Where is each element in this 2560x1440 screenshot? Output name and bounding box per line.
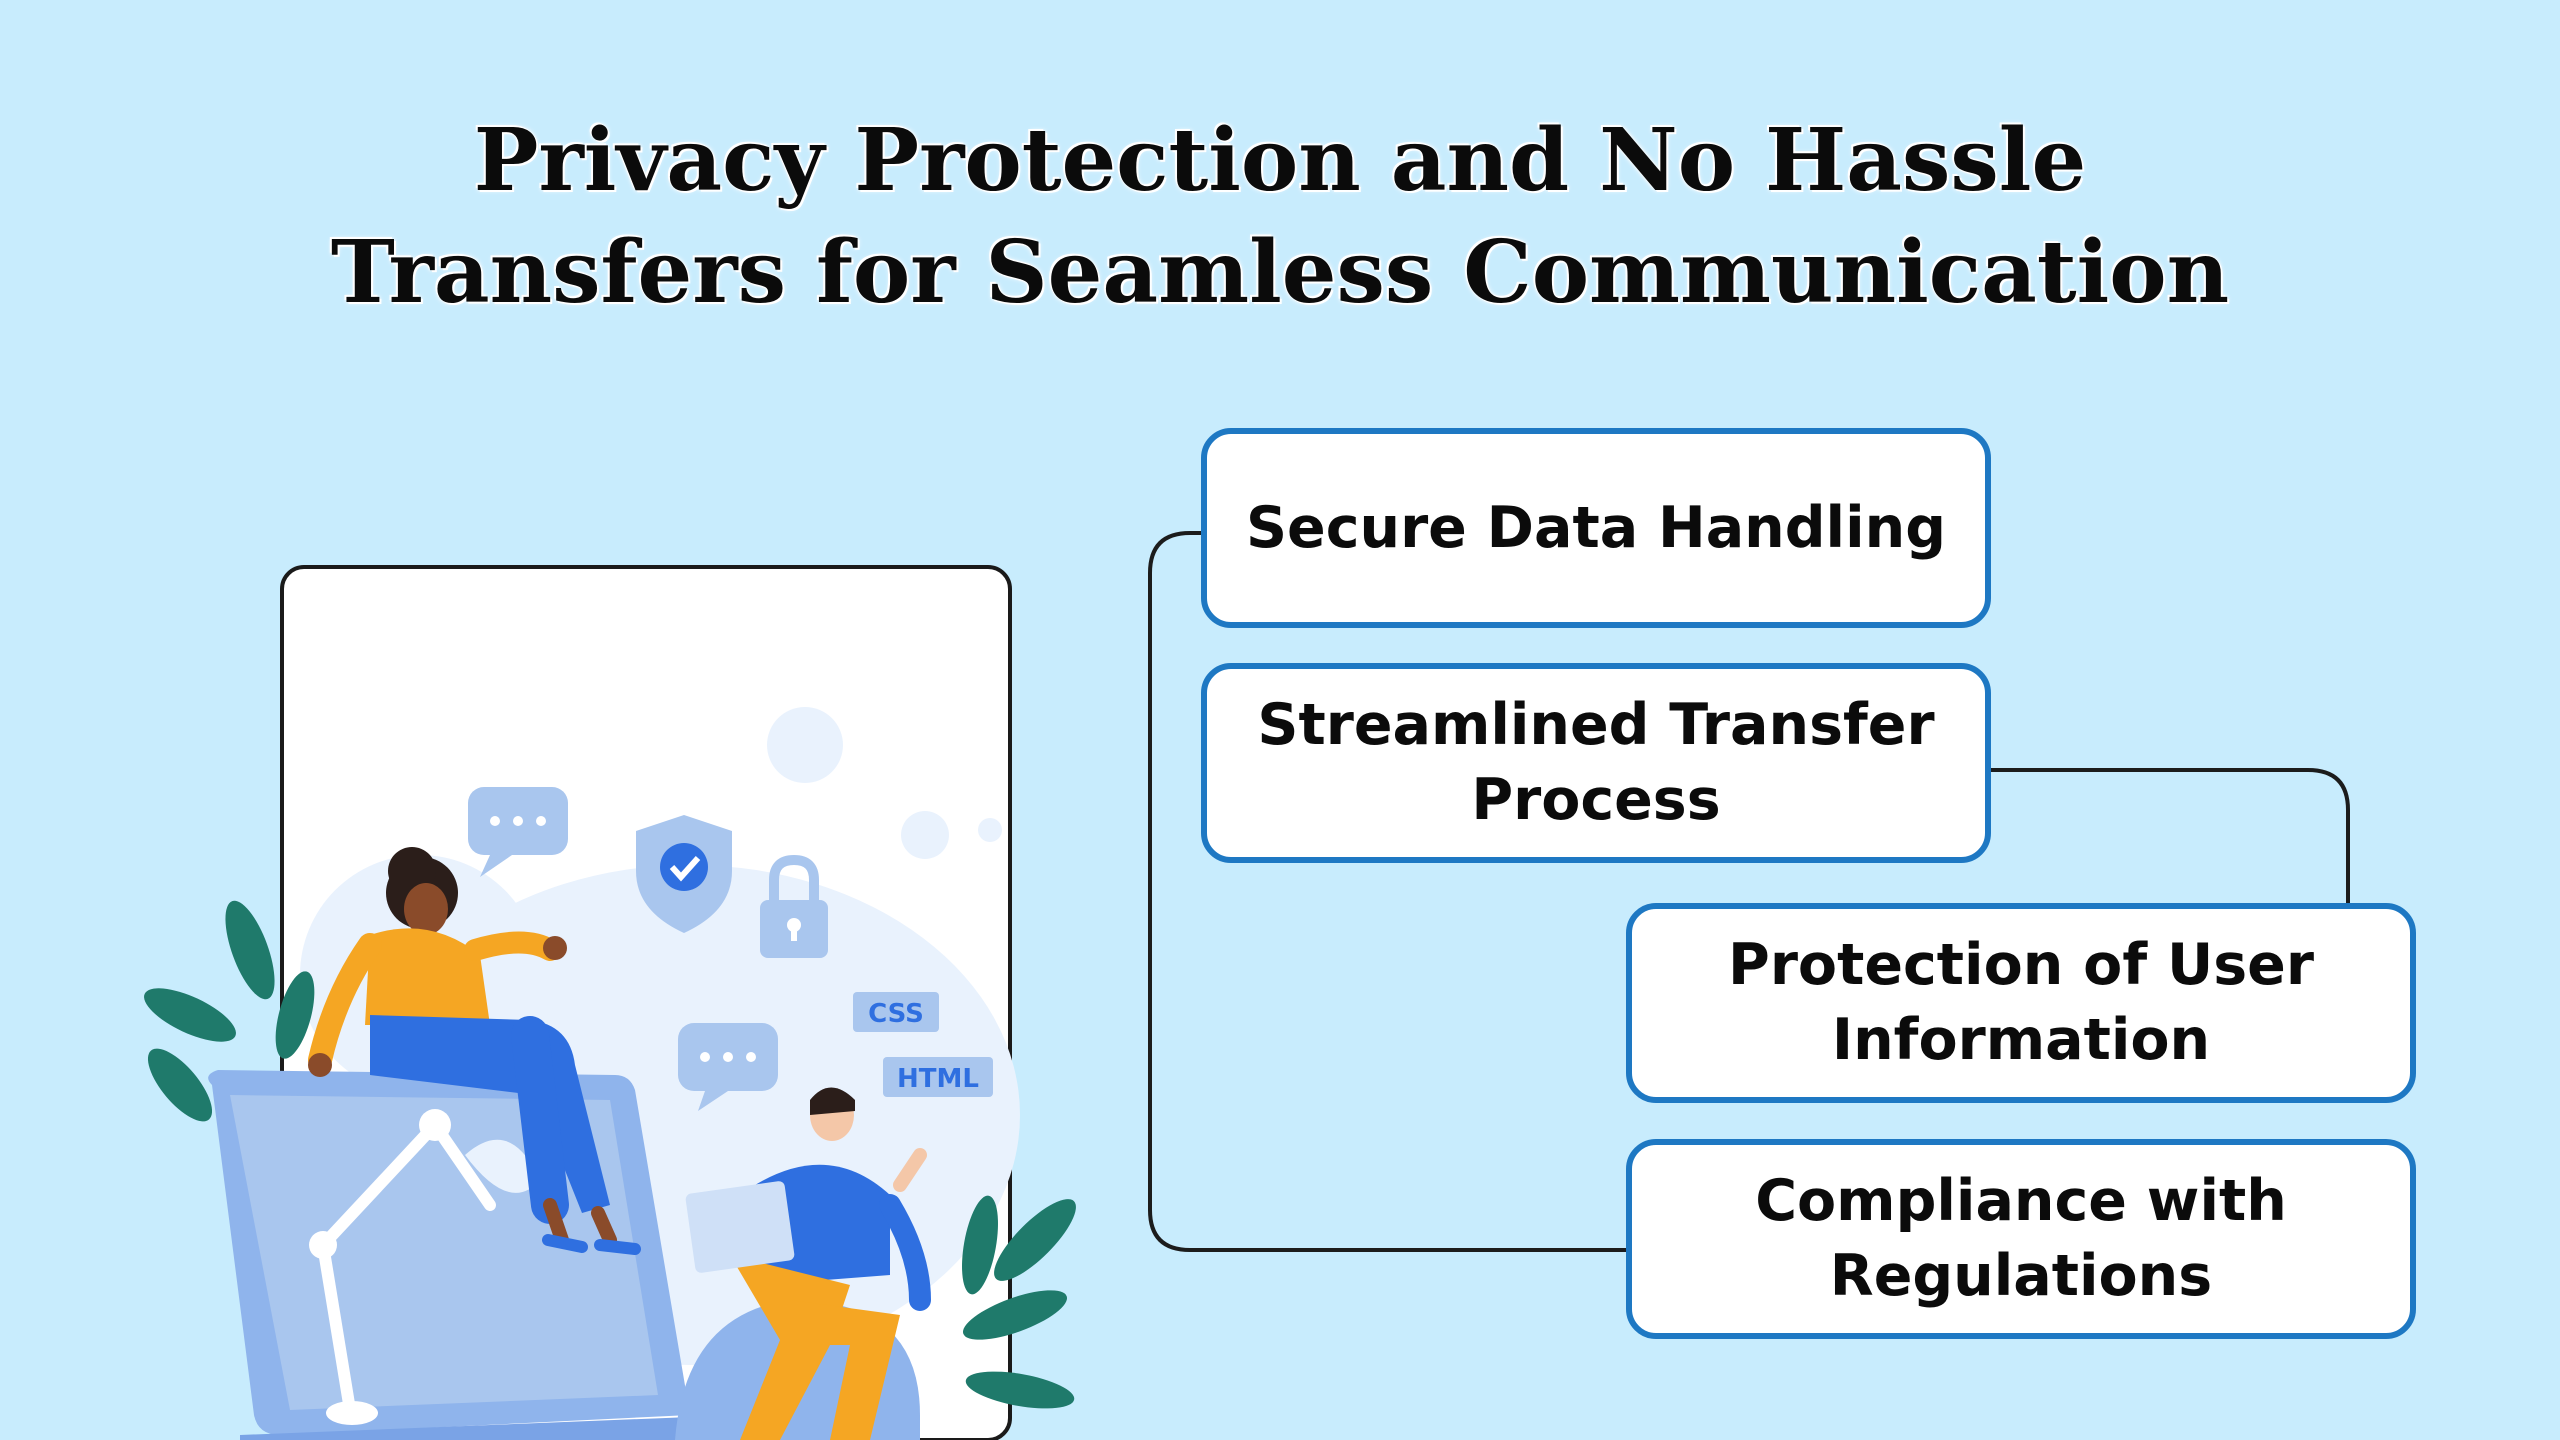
title-line-2: Transfers for Seamless Communication [330, 222, 2230, 323]
html-tag [883, 1057, 993, 1097]
connector-secure-to-compliance [1148, 531, 1683, 1252]
css-tag [853, 992, 939, 1032]
lock-icon [760, 854, 828, 958]
card-label: Compliance with Regulations [1755, 1168, 2287, 1309]
card-compliance: Compliance with Regulations [1626, 1139, 2416, 1339]
plant-leaves-left [144, 900, 315, 1122]
man-figure [685, 1087, 931, 1440]
woman-figure [308, 847, 641, 1255]
chat-bubble-icon [678, 1023, 778, 1111]
card-label: Protection of User Information [1728, 932, 2314, 1073]
css-tag-label: CSS [868, 999, 924, 1029]
page-title: Privacy Protection and No Hassle Transfe… [0, 105, 2560, 329]
chat-bubble-icon [468, 787, 568, 877]
card-protection-user-info: Protection of User Information [1626, 903, 2416, 1103]
card-label: Streamlined Transfer Process [1257, 692, 1935, 833]
html-tag-label: HTML [897, 1064, 979, 1094]
card-secure-data-handling: Secure Data Handling [1201, 428, 1991, 628]
connector-transfer-to-protection [1943, 768, 2350, 940]
title-line-1: Privacy Protection and No Hassle [473, 110, 2087, 211]
card-streamlined-transfer: Streamlined Transfer Process [1201, 663, 1991, 863]
plant-leaves-right [962, 1195, 1076, 1409]
shield-check-icon [636, 815, 732, 933]
small-laptop [685, 1181, 795, 1273]
illustration: CSS HTML [144, 565, 1076, 1440]
card-label: Secure Data Handling [1245, 494, 1947, 561]
